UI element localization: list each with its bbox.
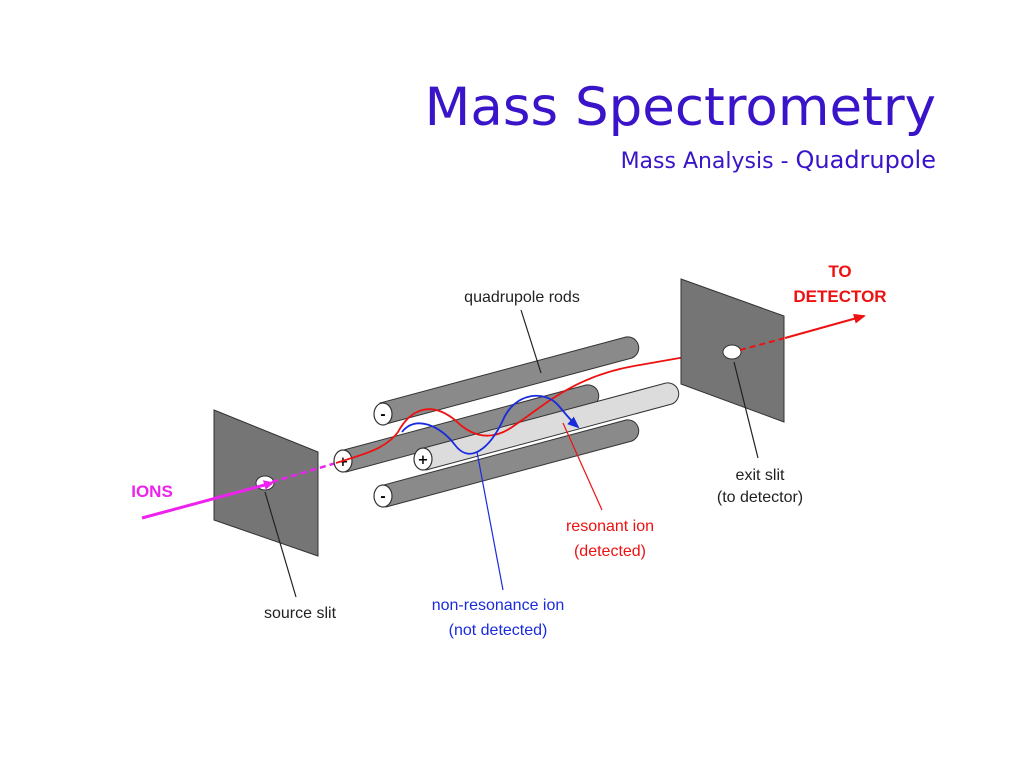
label-not-detected: (not detected) [449, 622, 548, 639]
label-source-slit: source slit [264, 605, 337, 622]
rod-front [413, 382, 680, 471]
ions-beam-arrow [141, 480, 274, 520]
label-resonant-ion: resonant ion [566, 518, 654, 535]
resonant-ion-path [335, 351, 729, 464]
exit-slit-plate [680, 278, 785, 423]
rod-bottom-sign: - [380, 490, 385, 505]
label-to: TO [828, 262, 851, 281]
to-detector-arrow [784, 313, 866, 339]
nonresonant-ion-path [401, 394, 580, 455]
exit-beam-dashed [739, 337, 786, 351]
source-slit-plate [213, 409, 319, 557]
rod-left-sign: + [338, 455, 349, 470]
rod-top-sign: - [380, 408, 385, 423]
label-exit-slit: exit slit [736, 467, 785, 484]
leader-nonresonant-ion [476, 451, 504, 591]
rod-bottom [373, 419, 640, 508]
ions-beam-dashed [271, 461, 337, 484]
leader-exit-slit [733, 361, 759, 459]
subtitle-part-a: Mass Analysis - [620, 149, 796, 174]
label-detected: (detected) [574, 543, 646, 560]
subtitle-part-b: Quadrupole [795, 146, 936, 174]
rod-front-sign: + [418, 453, 429, 468]
slide-title: Mass Spectrometry [424, 77, 936, 138]
label-detector: DETECTOR [793, 287, 886, 306]
rod-top [373, 336, 640, 426]
label-nonresonance-ion: non-resonance ion [432, 597, 565, 614]
leader-quadrupole-rods [520, 309, 542, 374]
label-ions: IONS [131, 482, 173, 501]
exit-slit-hole [722, 344, 742, 360]
label-quadrupole-rods: quadrupole rods [464, 289, 580, 306]
leader-source-slit [264, 491, 297, 598]
title-block: Mass Spectrometry Mass Analysis - Quadru… [424, 77, 936, 175]
leader-resonant-ion [562, 422, 603, 511]
label-to-detector: (to detector) [717, 489, 803, 506]
slide-subtitle: Mass Analysis - Quadrupole [425, 146, 936, 174]
